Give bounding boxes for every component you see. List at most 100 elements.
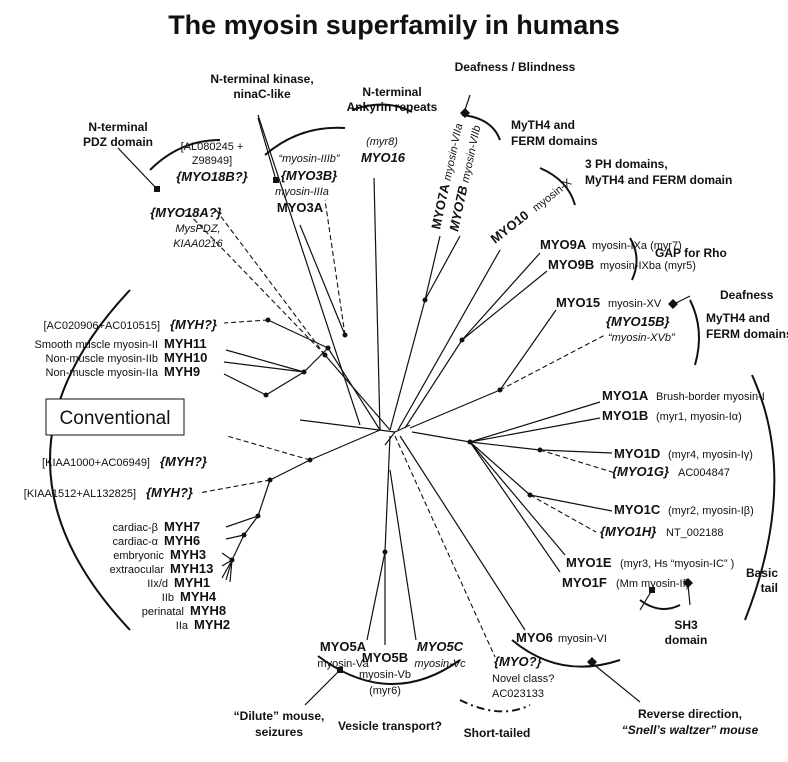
branch-myo9a <box>461 252 541 341</box>
myth4-ferm-1-label-2: FERM domains <box>511 134 598 148</box>
domain-labels: N-terminal PDZ domain N-terminal kinase,… <box>83 60 788 740</box>
myo1e-alias: (myr3, Hs “myosin-IC” ) <box>620 558 734 570</box>
branch-myh1 <box>221 559 233 579</box>
branch-myo15-node <box>409 389 501 429</box>
myh-a-acc: [AC020906+AC010515] <box>43 320 160 332</box>
myo1g-label: {MYO1G} <box>612 464 669 479</box>
branch-myo18a <box>215 209 326 356</box>
ankyrin-label-1: N-terminal <box>362 85 421 99</box>
myh4-label: MYH4 <box>180 589 217 604</box>
branch-myo16 <box>373 177 381 431</box>
myh10-label: MYH10 <box>164 350 207 365</box>
arc-basic-tail <box>744 374 776 621</box>
arc-sh3 <box>639 599 681 610</box>
myh9-alias: Non-muscle myosin-IIa <box>46 367 159 379</box>
myo9b-label: MYO9B <box>548 257 594 272</box>
myo1a-label: MYO1A <box>602 388 649 403</box>
myo1g-alias: AC004847 <box>678 467 730 479</box>
myo10-label: MYO10 <box>488 207 532 246</box>
myh-b-label: {MYH?} <box>160 454 207 469</box>
myo1b-alias: (myr1, myosin-Iα) <box>656 411 742 423</box>
branch-myh-a <box>267 319 329 349</box>
myo1f-alias: (Mm myosin-If) <box>616 578 689 590</box>
myo1f-label: MYO1F <box>562 575 607 590</box>
branch-myo1c-node <box>469 441 531 496</box>
tree-branches <box>184 114 613 658</box>
branch-myh-b-dash <box>226 435 311 461</box>
myh8-alias: perinatal <box>142 606 184 618</box>
arc-short-tailed <box>459 699 531 713</box>
branch-myh-a-dash <box>223 319 269 324</box>
kinase-label-2: ninaC-like <box>233 87 291 101</box>
branch-myh6 <box>225 534 245 540</box>
branch-myo18b <box>184 209 326 356</box>
arc-pdz <box>149 139 221 171</box>
myo5a-alias: myosin-Va <box>317 658 369 670</box>
myh-c-label: {MYH?} <box>146 485 193 500</box>
myo1d-alias: (myr4, myosin-Iγ) <box>668 449 753 461</box>
conventional-label: Conventional <box>60 408 171 429</box>
branch-myh-c-dash <box>198 479 271 494</box>
branch-myh10 <box>223 361 305 373</box>
myh1-label: MYH1 <box>174 575 210 590</box>
branch-myh-lower <box>309 429 381 461</box>
myo18b-label: {MYO18B?} <box>176 169 248 184</box>
branch-myo1g <box>539 449 613 473</box>
myo1c-alias: (myr2, myosin-Iβ) <box>668 505 754 517</box>
myh13-label: MYH13 <box>170 561 213 576</box>
short-tailed-label: Short-tailed <box>464 726 531 740</box>
branch-myo5a <box>366 551 386 641</box>
myh13-alias: extraocular <box>110 564 165 576</box>
branch-myo1c <box>529 494 613 512</box>
myo5c-label: MYO5C <box>417 639 464 654</box>
deafness-blindness-label: Deafness / Blindness <box>455 60 576 74</box>
branch-myo5c <box>389 469 417 641</box>
ankyrin-label-2: Ankyrin repeats <box>347 100 438 114</box>
myh2-label: MYH2 <box>194 617 230 632</box>
branch-myo7b <box>424 235 461 301</box>
branch-myh7 <box>225 515 259 528</box>
branch-myo9-node <box>404 339 463 429</box>
branch-myo1-node <box>411 431 471 443</box>
arc-gap <box>629 237 638 281</box>
myo3a-label: MYO3A <box>277 200 324 215</box>
myo6-label: MYO6 <box>516 630 553 645</box>
branch-myh6-node <box>243 515 259 536</box>
myo9a-label: MYO9A <box>540 237 587 252</box>
myo18b-acc-2: Z98949] <box>192 155 232 167</box>
arc-myth4-2 <box>689 299 700 366</box>
branch-myo1d-node <box>469 441 541 451</box>
myr8-alias: (myr8) <box>366 136 398 148</box>
myo15-alias: myosin-XV <box>608 298 662 310</box>
myh11-label: MYH11 <box>164 336 207 351</box>
myo5a-label: MYO5A <box>320 639 367 654</box>
myo10-alias: myosin-X <box>530 176 574 214</box>
myo1b-label: MYO1B <box>602 408 648 423</box>
myo1a-alias: Brush-border myosin-I <box>656 391 765 403</box>
dilute-label-1: “Dilute” mouse, <box>234 709 325 723</box>
myth4-ferm-1-label-1: MyTH4 and <box>511 118 575 132</box>
branch-myo1h <box>529 494 597 533</box>
gene-labels: [AL080245 + Z98949] {MYO18B?} {MYO18A?} … <box>24 122 765 700</box>
branch-myo7-node <box>389 299 426 431</box>
myo18b-acc-1: [AL080245 + <box>181 141 244 153</box>
vesicle-label: Vesicle transport? <box>338 719 442 733</box>
myo1c-label: MYO1C <box>614 502 661 517</box>
myo16-label: MYO16 <box>361 150 406 165</box>
conventional-box <box>45 398 185 436</box>
branch-skel <box>231 534 245 561</box>
myh7-label: MYH7 <box>164 519 200 534</box>
branch-myo6 <box>399 435 526 631</box>
branch-myo1b <box>469 417 601 443</box>
pdz-label-1: N-terminal <box>88 120 147 134</box>
myoq-alias-1: Novel class? <box>492 673 554 685</box>
myh2-alias: IIa <box>176 620 189 632</box>
myh-b-acc: [KIAA1000+AC06949] <box>42 457 150 469</box>
myh6-label: MYH6 <box>164 533 200 548</box>
arc-ph <box>539 167 576 206</box>
branch-myh9 <box>223 373 267 396</box>
arc-kinase <box>264 126 346 156</box>
myo5b-alias-2: (myr6) <box>369 685 401 697</box>
